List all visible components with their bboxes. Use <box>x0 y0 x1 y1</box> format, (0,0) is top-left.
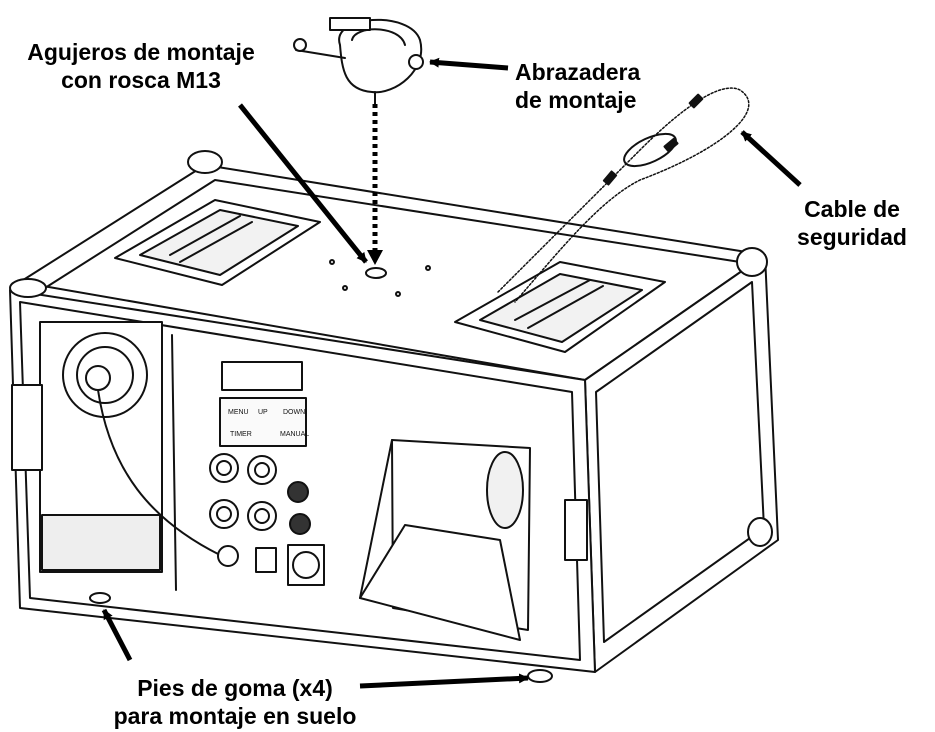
display-window <box>221 361 303 391</box>
panel-button-menu: MENU <box>228 409 249 416</box>
mounting-clamp-drawing <box>293 17 424 105</box>
panel-button-up: UP <box>258 409 268 416</box>
arrow-holes <box>238 103 368 264</box>
arrow-foot-right <box>359 673 529 689</box>
button-panel <box>219 397 307 447</box>
arrow-cable <box>740 130 802 187</box>
label-line: Agujeros de montaje <box>27 39 255 65</box>
label-rubber-feet: Pies de goma (x4) para montaje en suelo <box>100 674 370 730</box>
label-line: para montaje en suelo <box>113 703 357 729</box>
label-line: Abrazadera <box>515 59 641 85</box>
panel-button-timer: TIMER <box>230 431 252 438</box>
rubber-foot <box>89 592 111 604</box>
output-nozzle <box>359 439 531 641</box>
label-line: Pies de goma (x4) <box>137 675 333 701</box>
label-line: de montaje <box>515 87 637 113</box>
safety-cable-drawing <box>497 87 750 303</box>
fan-grille <box>39 321 221 573</box>
front-frame <box>19 301 581 661</box>
label-line: Cable de <box>804 196 900 222</box>
top-handle-right <box>454 261 666 353</box>
top-handle-left <box>114 199 321 286</box>
xlr-connectors <box>209 453 311 535</box>
corner-cap <box>9 278 47 298</box>
corner-cap <box>747 517 773 547</box>
corner-cap <box>187 150 223 174</box>
arrow-foot-left <box>101 608 133 662</box>
label-line: seguridad <box>797 224 907 250</box>
label-line: con rosca M13 <box>61 67 221 93</box>
mounting-hole <box>365 267 387 279</box>
panel-button-down: DOWN <box>283 409 305 416</box>
rubber-foot <box>527 669 553 683</box>
corner-cap <box>736 247 768 277</box>
arrow-clamp <box>429 57 509 71</box>
label-mounting-clamp: Abrazadera de montaje <box>515 58 640 114</box>
label-safety-cable: Cable de seguridad <box>772 195 932 251</box>
panel-button-manual: MANUAL <box>280 431 309 438</box>
power-connectors <box>217 544 325 586</box>
label-mounting-holes: Agujeros de montaje con rosca M13 <box>10 38 272 94</box>
